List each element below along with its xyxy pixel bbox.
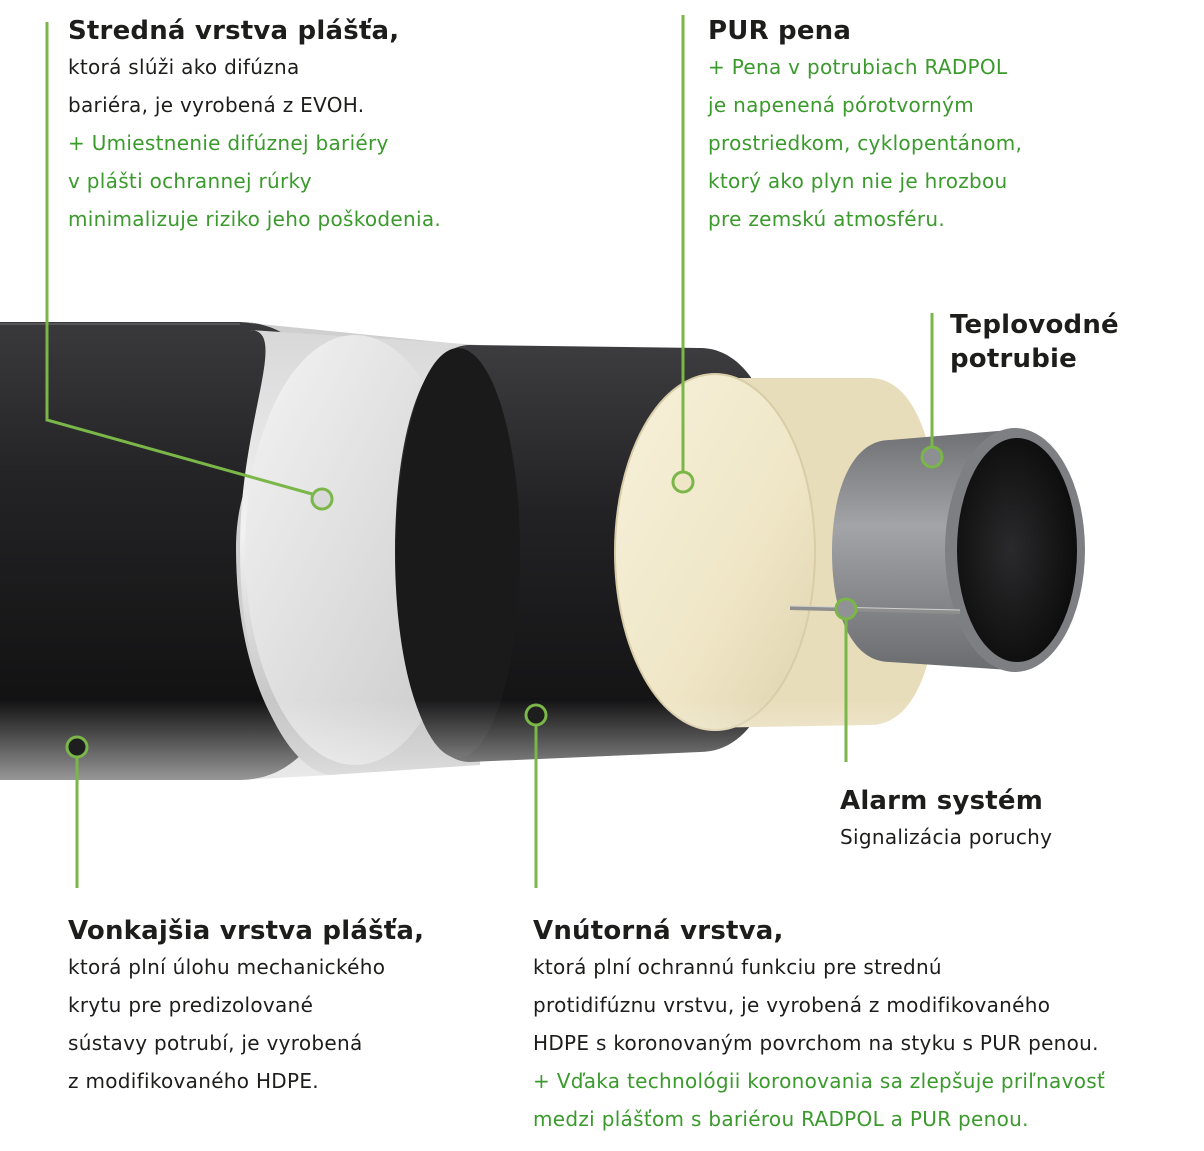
label-middle-layer-title: Stredná vrstva plášťa, — [68, 16, 400, 46]
callout-leaders — [45, 15, 934, 888]
callout-markers — [65, 445, 944, 759]
marker-pur-foam — [671, 470, 695, 494]
label-inner-layer-lines: ktorá plní ochrannú funkciu pre strednú p… — [533, 948, 1105, 1138]
marker-alarm — [834, 597, 858, 621]
label-line: sústavy potrubí, je vyrobená — [68, 1031, 363, 1055]
label-inner-layer-title: Vnútorná vrstva, — [533, 916, 784, 946]
label-line: medzi plášťom s bariérou RADPOL a PUR pe… — [533, 1107, 1029, 1131]
label-pur-foam: PUR pena + Pena v potrubiach RADPOL je na… — [708, 14, 1022, 238]
marker-inner-layer — [524, 703, 548, 727]
label-line: HDPE s koronovaným povrchom na styku s P… — [533, 1031, 1099, 1055]
label-line: ktorá plní úlohu mechanického — [68, 955, 386, 979]
label-outer-layer: Vonkajšia vrstva plášťa, ktorá plní úloh… — [68, 914, 424, 1100]
label-middle-layer: Stredná vrstva plášťa, ktorá slúži ako d… — [68, 14, 441, 238]
label-line: Signalizácia poruchy — [840, 825, 1053, 849]
label-line: krytu pre predizolované — [68, 993, 314, 1017]
alarm-wire — [789, 605, 961, 614]
label-outer-layer-lines: ktorá plní úlohu mechanického krytu pre p… — [68, 948, 424, 1100]
steel-carrier-pipe — [832, 428, 1085, 672]
floor-fade — [0, 700, 1204, 840]
label-line: prostriedkom, cyklopentánom, — [708, 131, 1023, 155]
label-heating-pipe-title-1: Teplovodné — [950, 310, 1119, 340]
label-line: + Vďaka technológii koronovania sa zlepš… — [533, 1069, 1106, 1093]
label-middle-layer-lines: ktorá slúži ako difúzna bariéra, je vyrob… — [68, 48, 441, 238]
label-inner-layer: Vnútorná vrstva, ktorá plní ochrannú fun… — [533, 914, 1105, 1138]
label-alarm-lines: Signalizácia poruchy — [840, 818, 1052, 856]
label-line: + Pena v potrubiach RADPOL — [708, 55, 1008, 79]
label-pur-foam-title: PUR pena — [708, 16, 852, 46]
label-line: je napenená pórotvorným — [708, 93, 975, 117]
label-alarm: Alarm systém Signalizácia poruchy — [840, 784, 1052, 856]
label-line: ktorá slúži ako difúzna — [68, 55, 300, 79]
label-line: ktorý ako plyn nie je hrozbou — [708, 169, 1008, 193]
label-heating-pipe: Teplovodné potrubie — [950, 308, 1119, 376]
marker-outer-layer — [65, 735, 89, 759]
marker-middle-layer — [310, 487, 334, 511]
label-line: + Umiestnenie difúznej bariéry — [68, 131, 389, 155]
label-line: v plášti ochrannej rúrky — [68, 169, 312, 193]
marker-heating-pipe — [920, 445, 944, 469]
leader-line-middle-layer — [45, 22, 313, 496]
label-heating-pipe-title-2: potrubie — [950, 344, 1077, 374]
label-line: pre zemskú atmosféru. — [708, 207, 945, 231]
label-line: bariéra, je vyrobená z EVOH. — [68, 93, 365, 117]
label-alarm-title: Alarm systém — [840, 786, 1043, 816]
label-pur-foam-lines: + Pena v potrubiach RADPOL je napenená pó… — [708, 48, 1022, 238]
label-outer-layer-title: Vonkajšia vrstva plášťa, — [68, 916, 425, 946]
label-line: z modifikovaného HDPE. — [68, 1069, 319, 1093]
label-line: minimalizuje riziko jeho poškodenia. — [68, 207, 442, 231]
label-line: protidifúznu vrstvu, je vyrobená z modif… — [533, 993, 1051, 1017]
label-line: ktorá plní ochrannú funkciu pre strednú — [533, 955, 942, 979]
